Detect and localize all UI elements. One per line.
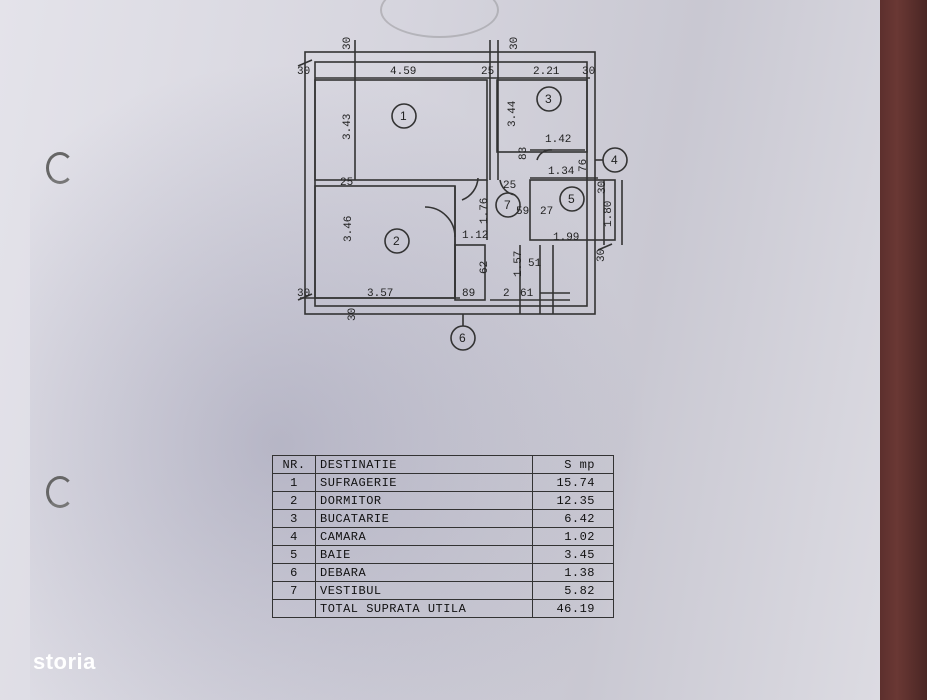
- row-nr: 6: [272, 563, 316, 582]
- dim-room2-width: 3.57: [367, 288, 393, 300]
- row-nr: 2: [272, 491, 316, 510]
- row-area: 1.02: [532, 527, 614, 546]
- room-5-outline: [529, 179, 616, 241]
- table-header-row: NR. DESTINATIE S mp: [272, 455, 614, 474]
- dim-vest-59: 59: [516, 206, 529, 218]
- row-name: VESTIBUL: [315, 581, 533, 600]
- header-area: S mp: [532, 455, 614, 474]
- dim-hall-83: 83: [518, 147, 530, 160]
- dim-deb-62: 62: [479, 261, 491, 274]
- total-area: 46.19: [532, 599, 614, 618]
- dim-deb-157: 1.57: [513, 251, 525, 277]
- dim-right-wall: 30: [582, 66, 595, 78]
- row-name: CAMARA: [315, 527, 533, 546]
- room-1-outline: [314, 79, 488, 181]
- row-area: 15.74: [532, 473, 614, 492]
- row-area: 5.82: [532, 581, 614, 600]
- dim-bath-199: 1.99: [553, 232, 579, 244]
- dim-right-30c: 30: [596, 249, 608, 262]
- dim-top-left-wall: 30: [342, 37, 354, 50]
- dim-top-right-wall: 30: [509, 37, 521, 50]
- dim-deb-89: 89: [462, 288, 475, 300]
- background-desk: [877, 0, 927, 700]
- header-destinatie: DESTINATIE: [315, 455, 533, 474]
- row-nr: 3: [272, 509, 316, 528]
- room-3-label: 3: [545, 92, 552, 106]
- dim-deb-2: 2: [503, 288, 510, 300]
- room-4-label: 4: [611, 153, 618, 167]
- dim-room2-height: 3.46: [343, 216, 355, 242]
- inner-wall: [314, 61, 588, 307]
- dim-vest-176: 1.76: [479, 198, 491, 224]
- total-empty-cell: [272, 599, 316, 618]
- row-area: 3.45: [532, 545, 614, 564]
- dim-wall-mid: 25: [481, 66, 494, 78]
- row-area: 12.35: [532, 491, 614, 510]
- row-area: 1.38: [532, 563, 614, 582]
- dim-wall-25b: 25: [340, 177, 353, 189]
- row-area: 6.42: [532, 509, 614, 528]
- dim-bottom-left-wall: 30: [297, 288, 310, 300]
- punch-hole-top: [46, 152, 74, 184]
- row-nr: 7: [272, 581, 316, 600]
- total-label: TOTAL SUPRATA UTILA: [315, 599, 533, 618]
- storia-logo: storia: [33, 649, 96, 674]
- punch-hole-bottom: [46, 476, 74, 508]
- room-6-outline: [454, 244, 486, 301]
- row-name: DORMITOR: [315, 491, 533, 510]
- dim-room1-width: 4.59: [390, 66, 416, 78]
- dim-hall-134: 1.34: [548, 166, 575, 178]
- dim-deb-51: 51: [528, 258, 542, 270]
- room-5-label: 5: [568, 192, 575, 206]
- row-name: BUCATARIE: [315, 509, 533, 528]
- dim-right-30b: 30: [597, 181, 609, 194]
- dim-vest-112: 1.12: [462, 230, 488, 242]
- dim-deb-61: 61: [520, 288, 534, 300]
- room-7-label: 7: [504, 198, 511, 212]
- outer-wall: [304, 51, 596, 315]
- room-1-label: 1: [400, 109, 407, 123]
- row-nr: 4: [272, 527, 316, 546]
- row-nr: 1: [272, 473, 316, 492]
- dim-room3-width: 2.21: [533, 66, 560, 78]
- row-name: DEBARA: [315, 563, 533, 582]
- header-nr: NR.: [272, 455, 316, 474]
- room-6-label: 6: [459, 331, 466, 345]
- dim-room3-height: 3.44: [507, 100, 519, 127]
- dim-bath-180: 1.80: [603, 201, 615, 227]
- dim-left-wall: 30: [297, 66, 310, 78]
- dim-hall-76: 76: [578, 159, 590, 172]
- dim-bottom-wall: 30: [347, 308, 359, 321]
- row-nr: 5: [272, 545, 316, 564]
- dim-hall-142: 1.42: [545, 134, 571, 146]
- row-name: SUFRAGERIE: [315, 473, 533, 492]
- dim-room1-height: 3.43: [342, 114, 354, 140]
- room-2-label: 2: [393, 234, 400, 248]
- row-name: BAIE: [315, 545, 533, 564]
- dim-vest-27: 27: [540, 206, 553, 218]
- dim-wall-25c: 25: [503, 180, 516, 192]
